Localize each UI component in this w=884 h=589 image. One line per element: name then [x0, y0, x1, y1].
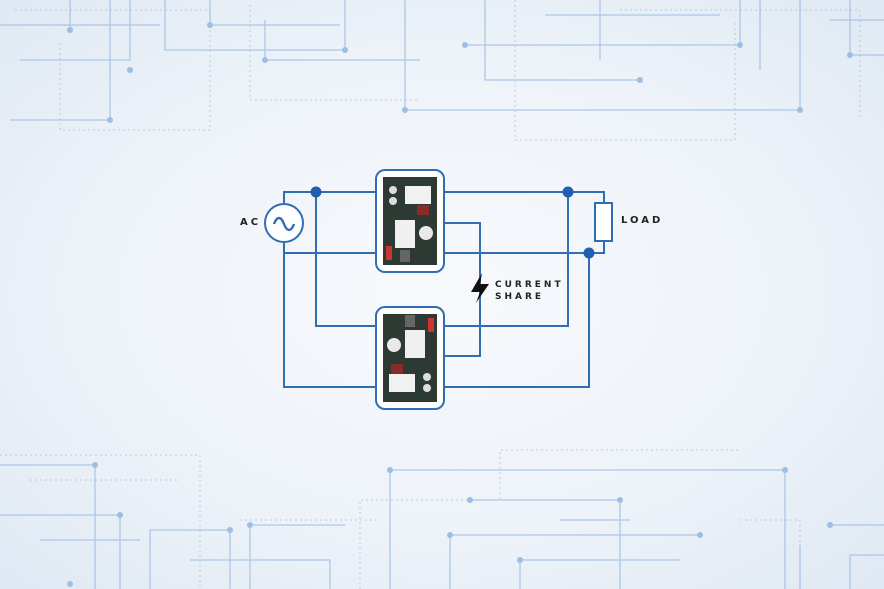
- ac-source-icon: [264, 203, 304, 243]
- power-supply-module-top: [375, 169, 445, 273]
- current-share-label-line2: SHARE: [495, 292, 545, 302]
- ac-label: AC: [240, 217, 262, 228]
- junction-nodes: [310, 186, 595, 259]
- load-resistor-icon: [594, 202, 613, 242]
- power-supply-module-bottom: [375, 306, 445, 410]
- lightning-icon: [471, 273, 489, 303]
- current-share-label-line1: CURRENT: [495, 280, 564, 290]
- load-label: LOAD: [621, 215, 664, 226]
